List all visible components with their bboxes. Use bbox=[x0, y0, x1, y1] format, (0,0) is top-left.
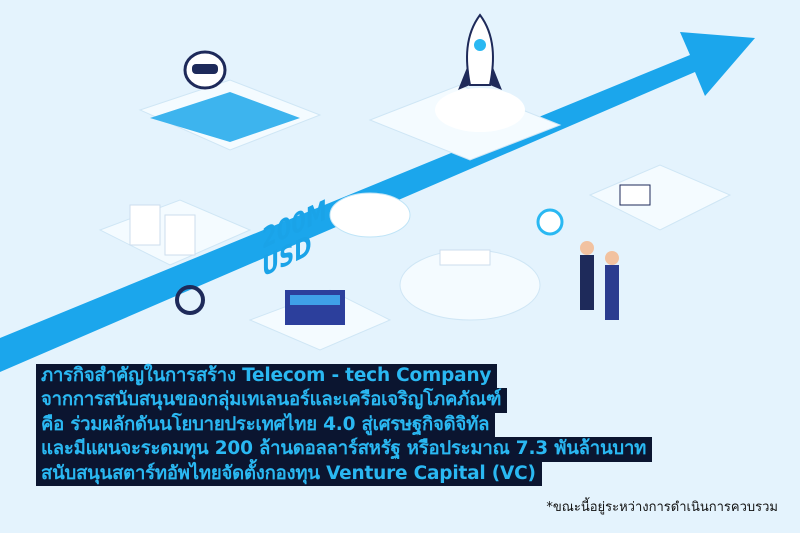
platform-team bbox=[399, 208, 564, 321]
footnote: *ขณะนี้อยู่ระหว่างการดำเนินการควบรวม bbox=[546, 500, 778, 515]
platform-chatbot bbox=[138, 50, 322, 151]
platform-rocket bbox=[368, 13, 562, 161]
platform-money bbox=[248, 289, 392, 351]
headline-line: จากการสนับสนุนของกลุ่มเทเลนอร์และเครือเจ… bbox=[36, 388, 508, 413]
platform-office bbox=[588, 164, 732, 231]
platform-skater bbox=[329, 192, 411, 238]
headline-line: และมีแผนจะระดมทุน 200 ล้านดอลลาร์สหรัฐ ห… bbox=[36, 437, 653, 462]
headline-line: สนับสนุนสตาร์ทอัพไทยจัดตั้งกองทุน Ventur… bbox=[36, 461, 542, 486]
headline-line: ภารกิจสำคัญในการสร้าง Telecom - tech Com… bbox=[36, 364, 498, 389]
platform-resumes bbox=[98, 199, 252, 315]
headline-line: คือ ร่วมผลักดันนโยบายประเทศไทย 4.0 สู่เศ… bbox=[36, 412, 496, 438]
headline-block: ภารกิจสำคัญในการสร้าง Telecom - tech Com… bbox=[36, 364, 653, 486]
people-handshake bbox=[580, 241, 619, 320]
